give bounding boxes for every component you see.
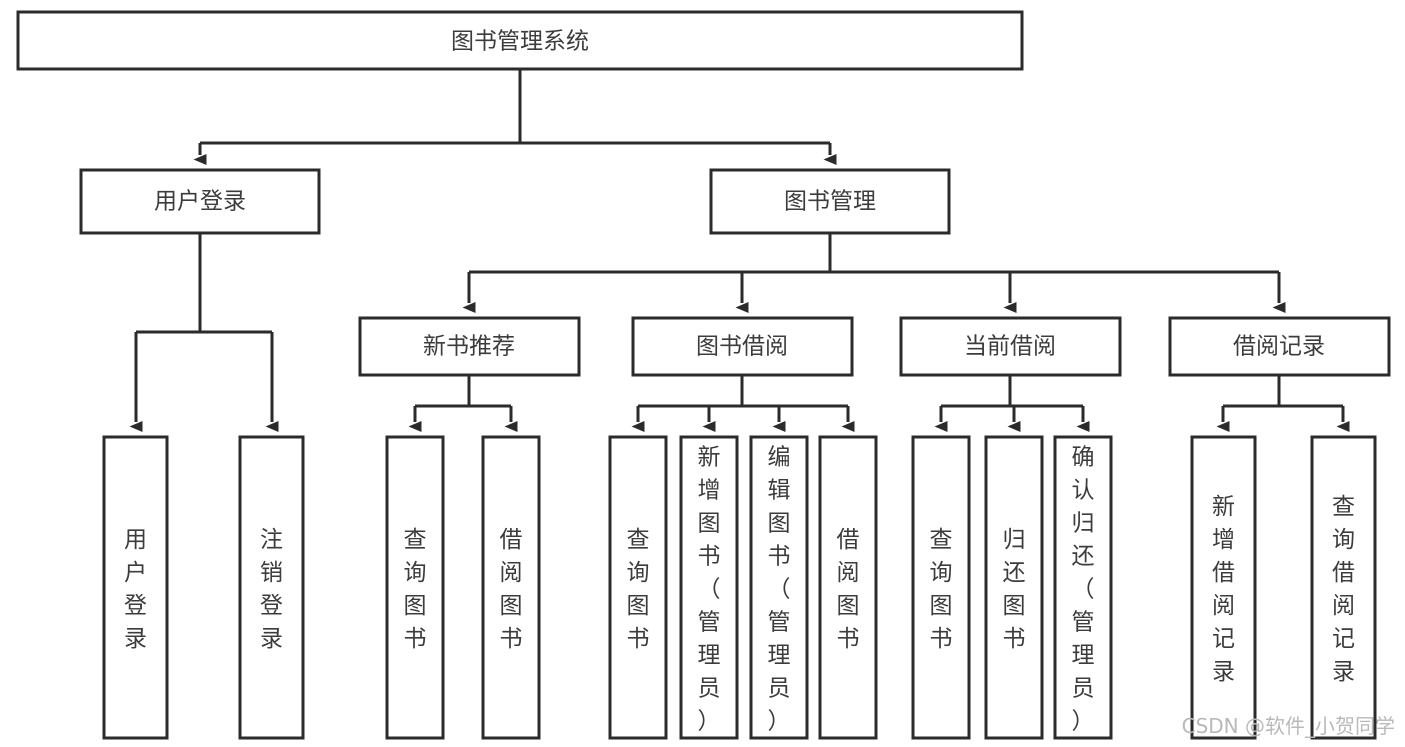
node-leaf-cb-return-book[interactable]: 归还图书 xyxy=(984,435,1044,740)
node-new-book-recommend[interactable]: 新书推荐 xyxy=(358,316,581,377)
node-leaf-bb-edit-book-box[interactable] xyxy=(749,435,809,740)
node-leaf-rec-query-book-label: 查询图书 xyxy=(404,527,427,652)
node-leaf-bb-edit-book-label: 编辑图书（管理员） xyxy=(768,445,791,735)
edges-user-login-to-leaves xyxy=(129,233,279,432)
node-book-manage-label: 图书管理 xyxy=(784,189,876,215)
edges-book-borrow-to-leaves xyxy=(631,375,855,432)
node-root[interactable]: 图书管理系统 xyxy=(16,10,1024,71)
node-leaf-cb-confirm-return[interactable]: 确认归还（管理员） xyxy=(1053,435,1113,740)
node-leaf-bb-add-book-label: 新增图书（管理员） xyxy=(698,445,721,735)
node-leaf-br-add-record-box[interactable] xyxy=(1190,435,1257,740)
node-leaf-cb-confirm-return-box[interactable] xyxy=(1053,435,1113,740)
node-book-borrow-box[interactable] xyxy=(631,316,854,377)
node-leaf-cb-return-book-label: 归还图书 xyxy=(1003,527,1026,652)
node-user-login-box[interactable] xyxy=(79,168,321,235)
node-book-borrow[interactable]: 图书借阅 xyxy=(631,316,854,377)
node-leaf-rec-query-book-box[interactable] xyxy=(385,435,445,740)
node-borrow-record-label: 借阅记录 xyxy=(1233,334,1325,360)
node-borrow-record[interactable]: 借阅记录 xyxy=(1168,316,1391,377)
node-leaf-br-query-record-label: 查询借阅记录 xyxy=(1332,494,1355,685)
node-leaf-cb-confirm-return-label: 确认归还（管理员） xyxy=(1072,445,1095,735)
edges-current-borrow-to-leaves xyxy=(934,375,1090,432)
node-book-borrow-label: 图书借阅 xyxy=(696,334,788,360)
edges-borrow-record-to-leaves xyxy=(1216,375,1350,432)
node-leaf-br-add-record-label: 新增借阅记录 xyxy=(1212,494,1235,685)
node-root-box[interactable] xyxy=(16,10,1024,71)
node-leaf-user-login-box[interactable] xyxy=(102,435,169,740)
edges-root-to-level2 xyxy=(193,69,837,165)
node-leaf-bb-borrow-book-box[interactable] xyxy=(818,435,878,740)
node-borrow-record-box[interactable] xyxy=(1168,316,1391,377)
node-leaf-cb-query-book[interactable]: 查询图书 xyxy=(911,435,971,740)
node-leaf-bb-add-book-box[interactable] xyxy=(679,435,739,740)
node-leaf-user-login[interactable]: 用户登录 xyxy=(102,435,169,740)
node-leaf-user-login-label: 用户登录 xyxy=(124,527,147,652)
edges-book-manage-to-level3 xyxy=(462,233,1286,313)
node-new-book-recommend-label: 新书推荐 xyxy=(423,334,515,360)
node-leaf-user-logout[interactable]: 注销登录 xyxy=(238,435,305,740)
node-leaf-rec-borrow-book[interactable]: 借阅图书 xyxy=(481,435,541,740)
csdn-watermark: CSDN @软件_小贺同学 xyxy=(1182,714,1395,738)
node-leaf-br-query-record-box[interactable] xyxy=(1310,435,1377,740)
node-leaf-cb-query-book-box[interactable] xyxy=(911,435,971,740)
node-user-login-label: 用户登录 xyxy=(154,189,246,215)
node-leaf-bb-borrow-book-label: 借阅图书 xyxy=(837,527,860,652)
node-root-label: 图书管理系统 xyxy=(451,29,589,55)
edges-new-book-recommend-to-leaves xyxy=(408,375,518,432)
node-leaf-br-add-record[interactable]: 新增借阅记录 xyxy=(1190,435,1257,740)
node-leaf-user-logout-box[interactable] xyxy=(238,435,305,740)
node-leaf-rec-query-book[interactable]: 查询图书 xyxy=(385,435,445,740)
node-leaf-bb-add-book[interactable]: 新增图书（管理员） xyxy=(679,435,739,740)
node-leaf-user-logout-label: 注销登录 xyxy=(260,527,283,652)
node-leaf-bb-query-book-label: 查询图书 xyxy=(627,527,650,652)
node-book-manage[interactable]: 图书管理 xyxy=(709,168,951,235)
node-current-borrow-label: 当前借阅 xyxy=(964,334,1056,360)
node-leaf-bb-borrow-book[interactable]: 借阅图书 xyxy=(818,435,878,740)
node-book-manage-box[interactable] xyxy=(709,168,951,235)
node-leaf-rec-borrow-book-label: 借阅图书 xyxy=(500,527,523,652)
node-leaf-cb-return-book-box[interactable] xyxy=(984,435,1044,740)
node-leaf-bb-query-book[interactable]: 查询图书 xyxy=(608,435,668,740)
node-leaf-bb-edit-book[interactable]: 编辑图书（管理员） xyxy=(749,435,809,740)
node-current-borrow-box[interactable] xyxy=(899,316,1122,377)
node-leaf-rec-borrow-book-box[interactable] xyxy=(481,435,541,740)
leaf-nodes-layer: 用户登录 注销登录 查询图书 借阅图书 查询图书 新增图书（管理员） 编辑图书（管理员） 借阅… xyxy=(102,435,1377,740)
node-leaf-cb-query-book-label: 查询图书 xyxy=(930,527,953,652)
node-leaf-bb-query-book-box[interactable] xyxy=(608,435,668,740)
node-user-login[interactable]: 用户登录 xyxy=(79,168,321,235)
node-new-book-recommend-box[interactable] xyxy=(358,316,581,377)
node-current-borrow[interactable]: 当前借阅 xyxy=(899,316,1122,377)
node-leaf-br-query-record[interactable]: 查询借阅记录 xyxy=(1310,435,1377,740)
